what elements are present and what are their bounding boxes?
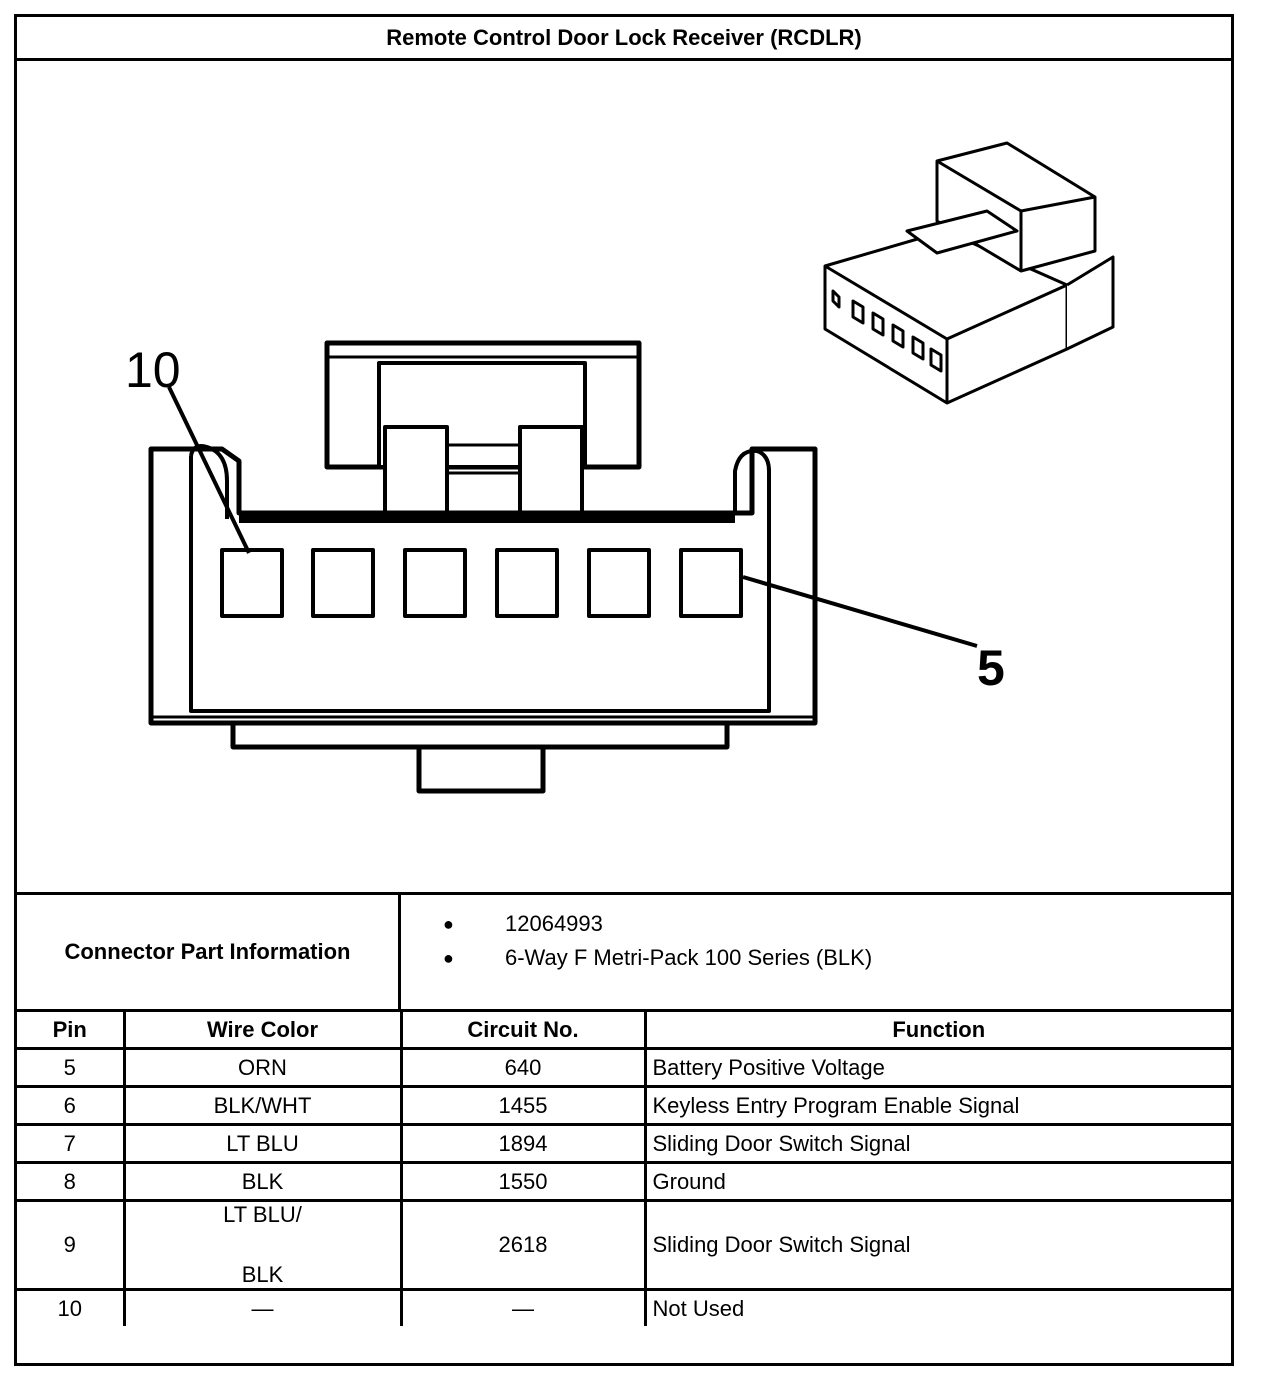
header-pin: Pin [17, 1012, 126, 1050]
function-cell: Battery Positive Voltage [643, 1047, 1231, 1088]
wire-color-top: LT BLU/ [223, 1202, 302, 1227]
pin-cell: 9 [17, 1199, 126, 1291]
circuit-cell: — [399, 1288, 647, 1326]
bullet-icon: ● [443, 947, 454, 968]
connector-sheet: Remote Control Door Lock Receiver (RCDLR… [14, 14, 1234, 1366]
wire-color-cell: — [122, 1288, 403, 1326]
page-title: Remote Control Door Lock Receiver (RCDLR… [17, 17, 1231, 61]
header-circuit-no: Circuit No. [399, 1012, 647, 1050]
circuit-cell: 1455 [399, 1085, 647, 1126]
wire-color-cell: BLK/WHT [122, 1085, 403, 1126]
list-item: ● 12064993 [443, 907, 1231, 941]
wire-color-bottom: BLK [241, 1262, 284, 1287]
table-row: 10 — — Not Used [17, 1288, 1231, 1326]
pin-cell: 6 [17, 1085, 126, 1126]
pin-cell: 5 [17, 1047, 126, 1088]
pin-cell: 7 [17, 1123, 126, 1164]
connector-figure: 10 5 [17, 61, 1231, 892]
connector-face-drawing: 10 5 [125, 141, 1115, 794]
pin-cell: 10 [17, 1288, 126, 1326]
table-header-row: Pin Wire Color Circuit No. Function [17, 1012, 1231, 1050]
function-cell: Keyless Entry Program Enable Signal [643, 1085, 1231, 1126]
connector-part-info: Connector Part Information ● 12064993 ● … [17, 892, 1231, 1012]
circuit-cell: 1550 [399, 1161, 647, 1202]
pin-cell: 8 [17, 1161, 126, 1202]
function-cell: Sliding Door Switch Signal [643, 1123, 1231, 1164]
table-row: 9 LT BLU/ BLK 2618 Sliding Door Switch S… [17, 1199, 1231, 1291]
bullet-icon: ● [443, 913, 454, 934]
connector-iso-view [823, 141, 1115, 405]
table-row: 5 ORN 640 Battery Positive Voltage [17, 1047, 1231, 1088]
wire-color-cell: LT BLU [122, 1123, 403, 1164]
wire-color-cell: BLK [122, 1161, 403, 1202]
part-number: 12064993 [505, 911, 603, 936]
connector-description: 6-Way F Metri-Pack 100 Series (BLK) [505, 945, 873, 970]
header-wire-color: Wire Color [122, 1012, 403, 1050]
function-cell: Ground [643, 1161, 1231, 1202]
connector-info-label: Connector Part Information [17, 895, 401, 1009]
table-row: 6 BLK/WHT 1455 Keyless Entry Program Ena… [17, 1085, 1231, 1126]
circuit-cell: 2618 [399, 1199, 647, 1291]
table-row: 8 BLK 1550 Ground [17, 1161, 1231, 1202]
callout-pin-5: 5 [977, 640, 1005, 696]
pinout-table: Pin Wire Color Circuit No. Function 5 OR… [17, 1012, 1231, 1326]
connector-info-list: ● 12064993 ● 6-Way F Metri-Pack 100 Seri… [401, 895, 1231, 1009]
circuit-cell: 1894 [399, 1123, 647, 1164]
callout-pin-10: 10 [125, 342, 181, 398]
table-row: 7 LT BLU 1894 Sliding Door Switch Signal [17, 1123, 1231, 1164]
function-cell: Sliding Door Switch Signal [643, 1199, 1231, 1291]
wire-color-cell: ORN [122, 1047, 403, 1088]
header-function: Function [643, 1012, 1231, 1050]
wire-color-cell: LT BLU/ BLK [122, 1199, 403, 1291]
list-item: ● 6-Way F Metri-Pack 100 Series (BLK) [443, 941, 1231, 975]
circuit-cell: 640 [399, 1047, 647, 1088]
function-cell: Not Used [643, 1288, 1231, 1326]
